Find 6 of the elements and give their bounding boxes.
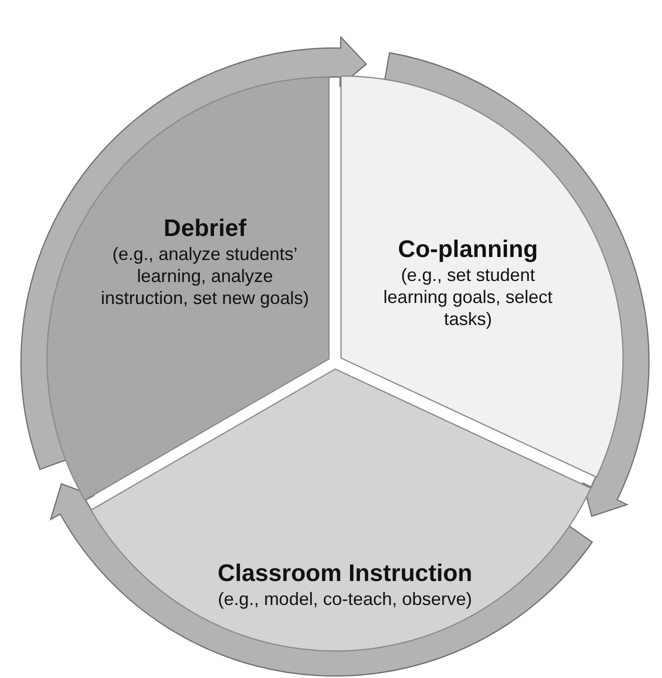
segment-title: Classroom Instruction [216,560,474,588]
segment-description: (e.g., set student learning goals, select tasks) [382,264,554,330]
segment-title: Co-planning [397,236,539,264]
segment-description: (e.g., model, co-teach, observe) [216,588,474,610]
segment-title: Debrief [162,215,248,243]
segment-description: (e.g., analyze students’ learning, analyze instruction, set new goals) [100,243,310,309]
